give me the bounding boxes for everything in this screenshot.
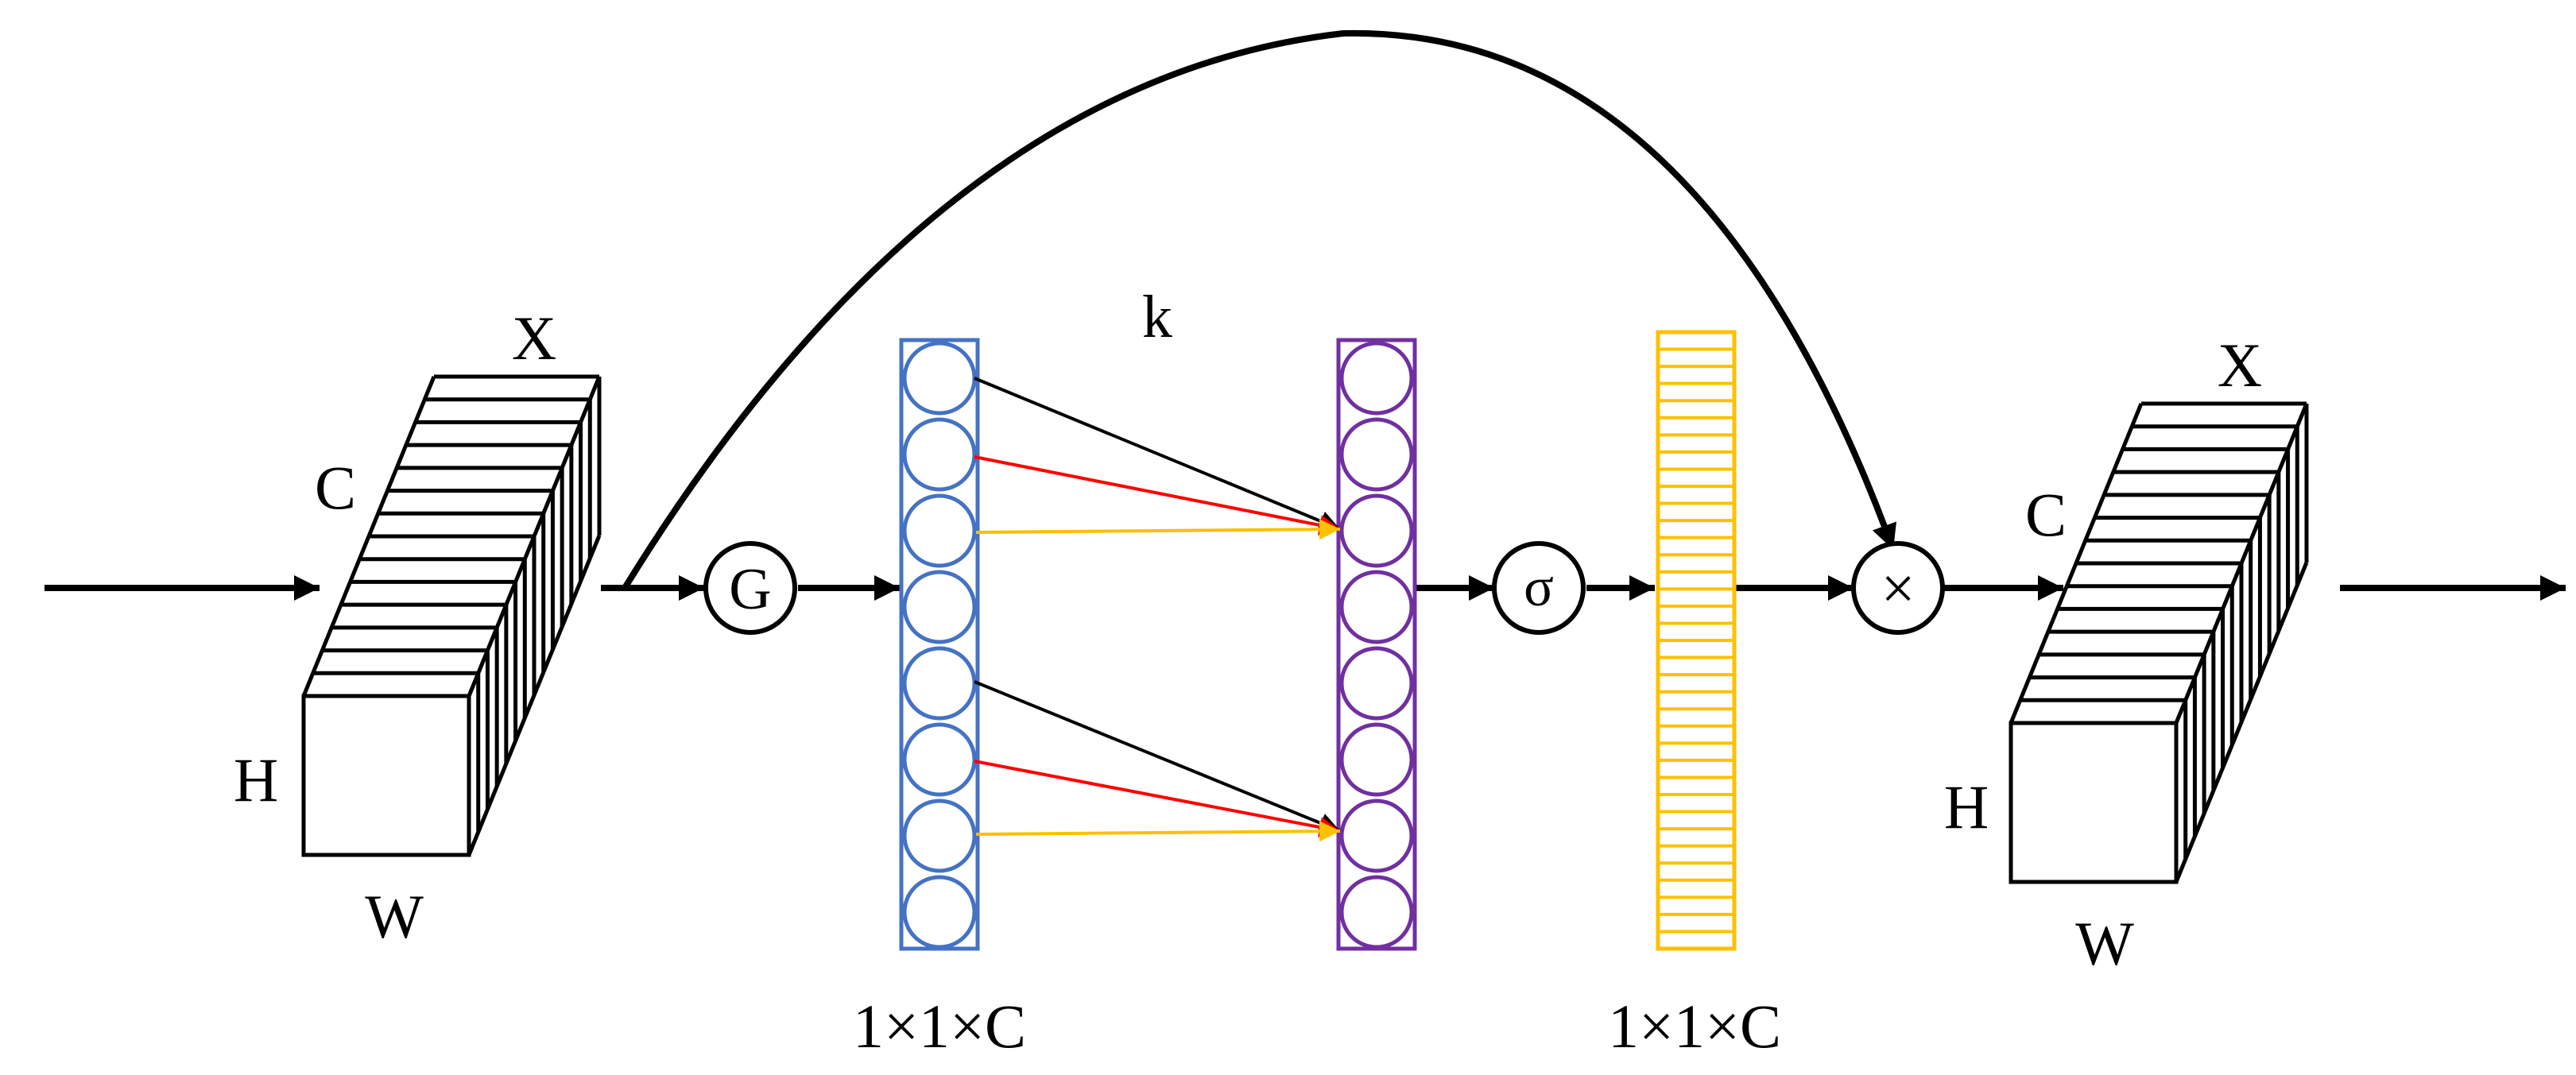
vector-element xyxy=(902,646,977,721)
input-front-face xyxy=(301,694,471,857)
vector-element xyxy=(902,417,977,492)
vector-element xyxy=(902,570,977,644)
vector-element xyxy=(902,722,977,797)
kernel-arrow-1b xyxy=(974,455,1341,536)
weight-vector-label: 1×1×C xyxy=(1608,992,1781,1061)
vector-element xyxy=(902,493,977,568)
vector-element xyxy=(902,341,977,416)
vector-element xyxy=(1339,341,1414,416)
kernel-arrow-2b xyxy=(974,760,1341,837)
vector-element xyxy=(902,799,977,873)
kernel-arrow-1c xyxy=(975,519,1341,540)
gap-node: G xyxy=(703,541,797,635)
vector-element xyxy=(1339,799,1414,873)
output-label-w: W xyxy=(2075,909,2134,978)
flow-arrows xyxy=(45,29,2566,601)
vector-element xyxy=(1339,417,1414,492)
input-feature-block: X C H W xyxy=(234,304,602,951)
kernel-arrow-2a xyxy=(974,680,1341,833)
vector-element xyxy=(1339,875,1414,949)
input-label-w: W xyxy=(365,882,424,951)
sigmoid-node: σ xyxy=(1492,541,1586,635)
kernel-connections xyxy=(974,377,1341,842)
kernel-arrow-1a xyxy=(974,377,1341,532)
multiply-node-symbol: × xyxy=(1881,555,1916,622)
output-label-c: C xyxy=(2025,480,2067,549)
gap-node-symbol: G xyxy=(729,557,771,622)
multiply-node: × xyxy=(1851,541,1945,635)
vector-element xyxy=(1339,722,1414,797)
input-label-c: C xyxy=(315,453,356,522)
kernel-arrow-2c xyxy=(975,821,1341,842)
vector-element xyxy=(1339,646,1414,721)
output-front-face xyxy=(2009,721,2179,884)
pooled-vector-label: 1×1×C xyxy=(853,992,1026,1061)
vector-element xyxy=(1339,570,1414,644)
kernel-label: k xyxy=(1142,284,1172,350)
pooled-vector xyxy=(899,338,980,951)
output-label-h: H xyxy=(1944,772,1989,841)
conv-vector xyxy=(1336,338,1417,951)
sigmoid-node-symbol: σ xyxy=(1524,557,1554,618)
output-label-x: X xyxy=(2218,331,2262,400)
input-label-h: H xyxy=(234,745,278,814)
skip-connection-arc xyxy=(622,29,1896,590)
vector-element xyxy=(902,875,977,949)
output-feature-block: X C H W xyxy=(1944,331,2309,978)
vector-element xyxy=(1339,493,1414,568)
weight-vector xyxy=(1656,330,1737,951)
input-label-x: X xyxy=(512,304,556,373)
